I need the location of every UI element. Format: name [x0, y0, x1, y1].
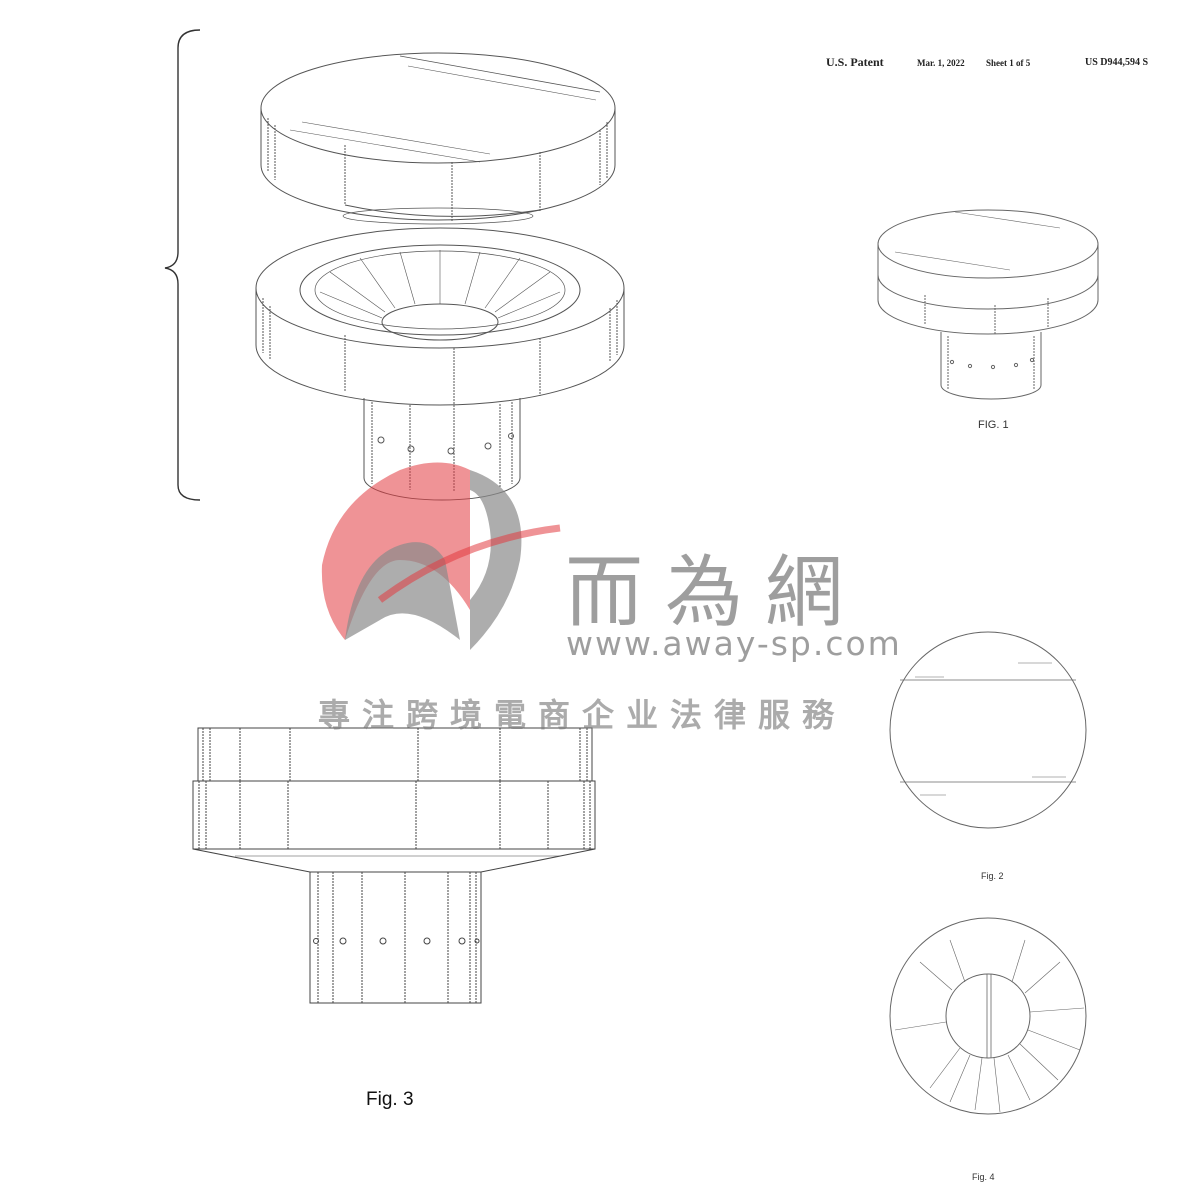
fig3-drawing: [192, 727, 596, 1004]
sheet-number: Sheet 1 of 5: [986, 58, 1031, 68]
patent-date: Mar. 1, 2022: [917, 58, 965, 68]
watermark-logo: [321, 462, 561, 650]
fig4-drawing: [889, 917, 1087, 1115]
watermark-title: 而為網: [565, 548, 866, 638]
fig1-drawing: [877, 209, 1099, 400]
fig2-label: Fig. 2: [981, 871, 1004, 881]
exploded-bowl: [255, 227, 625, 501]
fig4-label: Fig. 4: [972, 1172, 995, 1182]
patent-label: U.S. Patent: [826, 55, 884, 69]
patent-header: U.S. Patent Mar. 1, 2022 Sheet 1 of 5 US…: [826, 55, 1156, 75]
fig3-label: Fig. 3: [366, 1089, 414, 1110]
fig2-drawing: [889, 631, 1087, 829]
fig1-label: FIG. 1: [978, 419, 1009, 431]
patent-number: US D944,594 S: [1085, 57, 1149, 68]
watermark-slogan: 專注跨境電商企业法律服務: [318, 696, 847, 734]
exploded-view-bracket: [164, 29, 201, 501]
watermark-url: www.away-sp.com: [566, 624, 902, 663]
exploded-lid: [260, 52, 616, 225]
